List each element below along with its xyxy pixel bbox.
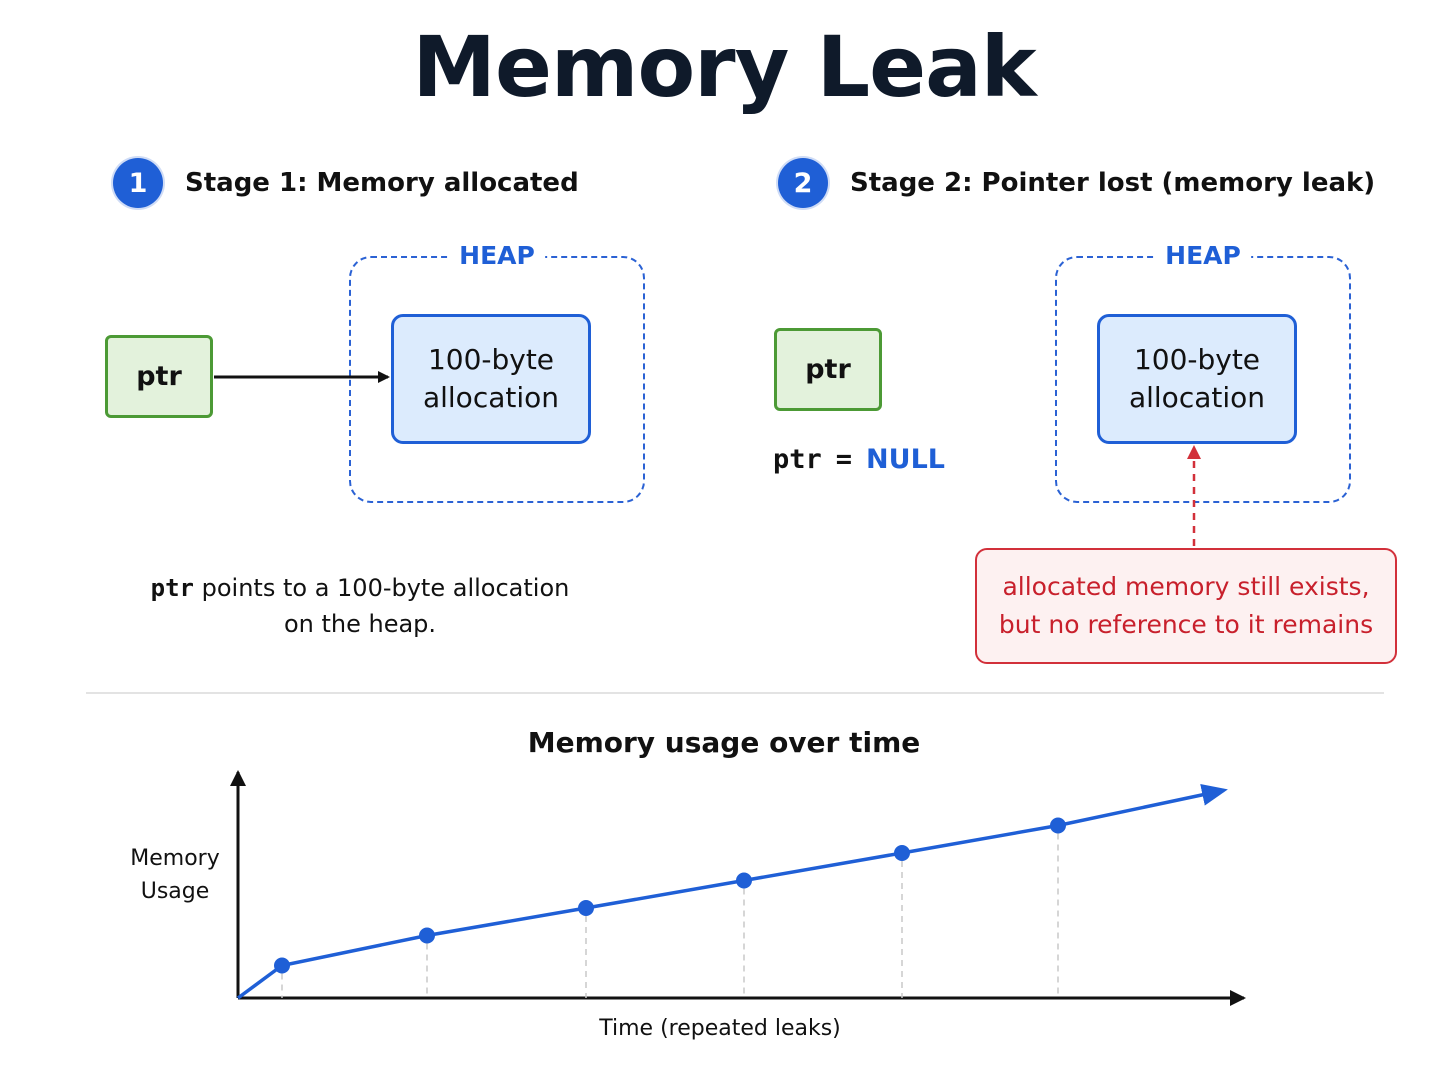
stage-2-ptr-box: ptr — [774, 328, 882, 411]
stage-1-heap-region: HEAP — [349, 241, 645, 503]
chart-y-axis-label: Memory Usage — [110, 842, 240, 908]
stage-2-alloc-line2: allocation — [1128, 381, 1266, 414]
leak-note-line2: but no reference to it remains — [998, 610, 1374, 639]
stage-2-alloc-line1: 100-byte — [1133, 343, 1261, 376]
chart-data-point — [419, 927, 435, 944]
leak-warning-note: allocated memory still exists, but no re… — [975, 548, 1397, 664]
stage-1-caption-line2: on the heap. — [283, 610, 437, 638]
memory-usage-series-line — [236, 784, 1228, 1000]
chart-data-point — [1050, 817, 1066, 834]
ptr-null-assignment: ptr = NULL — [773, 444, 945, 475]
stage-1-allocation-block: 100-byte allocation — [391, 314, 591, 444]
stage-1-number-badge: 1 — [113, 158, 163, 208]
leak-note-line1: allocated memory still exists, — [1002, 572, 1370, 601]
stage-2-ptr-label: ptr — [805, 354, 851, 385]
stage-2-title: Stage 2: Pointer lost (memory leak) — [850, 168, 1376, 198]
chart-data-point — [578, 900, 594, 916]
chart-title: Memory usage over time — [527, 726, 921, 759]
stage-1-alloc-line2: allocation — [422, 381, 560, 414]
stage-1-caption-code: ptr — [150, 574, 194, 602]
stage-1-alloc-line1: 100-byte — [427, 343, 555, 376]
section-divider — [86, 692, 1384, 694]
stage-2-number-badge: 2 — [778, 158, 828, 208]
chart-x-axis-label: Time (repeated leaks) — [599, 1016, 841, 1041]
chart-data-point — [894, 845, 910, 861]
null-assignment-var: ptr — [773, 444, 822, 475]
stage-1-ptr-label: ptr — [136, 361, 182, 392]
chart-data-point — [274, 957, 290, 974]
stage-1-heap-label: HEAP — [449, 241, 545, 270]
null-assignment-eq: = — [835, 444, 853, 475]
stage-1-caption: ptr points to a 100-byte allocation on t… — [120, 570, 600, 642]
stage-1-ptr-box: ptr — [105, 335, 213, 418]
chart-y-label-line2: Usage — [140, 879, 210, 904]
page-title: Memory Leak — [412, 18, 1036, 116]
stage-1-header: 1 Stage 1: Memory allocated — [113, 158, 579, 208]
stage-2-allocation-block: 100-byte allocation — [1097, 314, 1297, 444]
null-assignment-value: NULL — [866, 444, 945, 475]
stage-1-title: Stage 1: Memory allocated — [185, 168, 579, 198]
stage-2-header: 2 Stage 2: Pointer lost (memory leak) — [778, 158, 1375, 208]
chart-data-point — [736, 872, 752, 889]
stage-1-caption-text: points to a 100-byte allocation — [194, 574, 570, 602]
chart-y-label-line1: Memory — [130, 846, 220, 871]
stage-2-heap-region: HEAP — [1055, 241, 1351, 503]
stage-2-heap-label: HEAP — [1155, 241, 1251, 270]
